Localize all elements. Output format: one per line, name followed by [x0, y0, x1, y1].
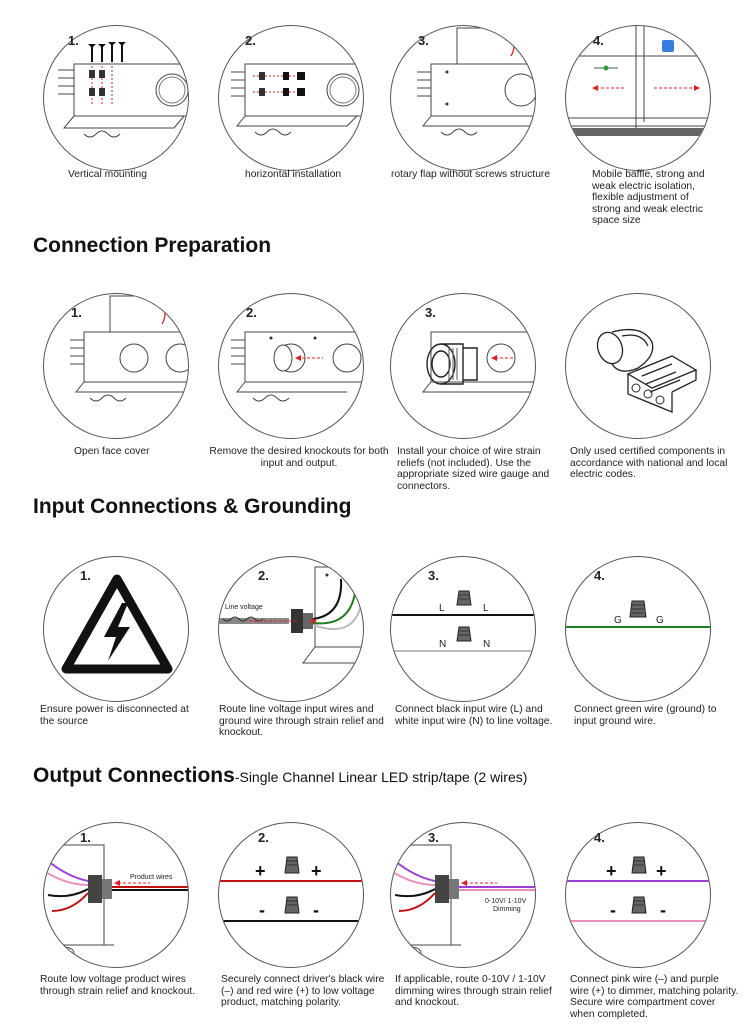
step-caption: Only used certified components in accord… — [570, 446, 728, 480]
dimming-wires-illustration: 0-10V/ 1-10V Dimming — [390, 822, 536, 968]
driver-polarity-illustration: + + - - — [218, 822, 364, 968]
step-number: 3. — [428, 830, 439, 845]
step-caption: Route line voltage input wires and groun… — [219, 704, 384, 738]
step-caption: Open face cover — [74, 446, 150, 457]
plus-label-left: + — [606, 861, 617, 881]
step-caption: If applicable, route 0-10V / 1-10V dimmi… — [395, 974, 552, 1008]
mobile-baffle-illustration — [565, 25, 711, 171]
lightning-icon — [104, 603, 130, 661]
step-number: 2. — [258, 568, 269, 583]
section-title-output-connections: Output Connections-Single Channel Linear… — [33, 764, 527, 788]
minus-label-left: - — [259, 900, 265, 920]
warning-illustration — [43, 556, 189, 702]
step-caption: Securely connect driver's black wire (–)… — [221, 974, 385, 1008]
neutral-label-left: N — [439, 639, 446, 650]
strain-relief-illustration — [390, 293, 536, 439]
minus-label-right: - — [313, 900, 319, 920]
plus-label-right: + — [656, 861, 667, 881]
neutral-label-right: N — [483, 639, 490, 650]
step-number: 3. — [428, 568, 439, 583]
vertical-mounting-illustration — [43, 25, 189, 171]
step-number: 4. — [594, 830, 605, 845]
step-number: 3. — [418, 33, 429, 48]
plus-label-right: + — [311, 861, 322, 881]
step-caption: rotary flap without screws structure — [391, 169, 551, 180]
dimming-label-line2: Dimming — [493, 906, 521, 913]
section-title-input-connections: Input Connections & Grounding — [33, 495, 352, 518]
section-title-connection-preparation: Connection Preparation — [33, 234, 272, 257]
open-face-cover-illustration — [43, 293, 189, 439]
line-voltage-illustration: Line voltage — [218, 556, 364, 702]
ground-label-left: G — [614, 615, 622, 626]
step-caption: Route low voltage product wires through … — [40, 974, 196, 997]
product-wires-label: Product wires — [130, 874, 173, 881]
minus-label-left: - — [610, 900, 616, 920]
output-title: Output Connections — [33, 764, 235, 787]
step-number: 2. — [258, 830, 269, 845]
step-number: 1. — [80, 830, 91, 845]
step-caption: Connect pink wire (–) and purple wire (+… — [570, 974, 739, 1020]
line-label-left: L — [439, 603, 445, 614]
product-wires-illustration: Product wires — [43, 822, 189, 968]
rotary-flap-illustration — [390, 25, 536, 171]
step-number: 2. — [245, 33, 256, 48]
line-neutral-illustration: L L N N — [390, 556, 536, 702]
step-caption: Install your choice of wire strain relie… — [397, 446, 550, 492]
step-caption: horizontal installation — [245, 169, 342, 180]
step-caption: Ensure power is disconnected at the sour… — [40, 704, 189, 727]
step-number: 1. — [68, 33, 79, 48]
step-number: 4. — [593, 33, 604, 48]
dimming-label-line1: 0-10V/ 1-10V — [485, 898, 527, 905]
step-number: 1. — [71, 305, 82, 320]
line-voltage-label: Line voltage — [225, 604, 263, 611]
minus-label-right: - — [660, 900, 666, 920]
step-caption: Vertical mounting — [68, 169, 147, 180]
line-label-right: L — [483, 603, 489, 614]
warning-triangle-icon — [61, 574, 173, 674]
step-caption: Mobile baffle, strong and weak electric … — [592, 169, 705, 226]
dimmer-polarity-illustration: + + - - — [565, 822, 711, 968]
step-number: 4. — [594, 568, 605, 583]
step-caption: Connect green wire (ground) to input gro… — [574, 704, 717, 727]
connectors-illustration — [565, 293, 711, 439]
plus-label-left: + — [255, 861, 266, 881]
remove-knockouts-illustration — [218, 293, 364, 439]
horizontal-installation-illustration — [218, 25, 364, 171]
step-caption: Connect black input wire (L) and white i… — [395, 704, 553, 727]
step-number: 1. — [80, 568, 91, 583]
ground-label-right: G — [656, 615, 664, 626]
output-subtitle: -Single Channel Linear LED strip/tape (2… — [234, 769, 528, 785]
step-number: 3. — [425, 305, 436, 320]
ground-illustration: G G — [565, 556, 711, 702]
step-caption: Remove the desired knockouts for both in… — [209, 446, 389, 469]
step-number: 2. — [246, 305, 257, 320]
